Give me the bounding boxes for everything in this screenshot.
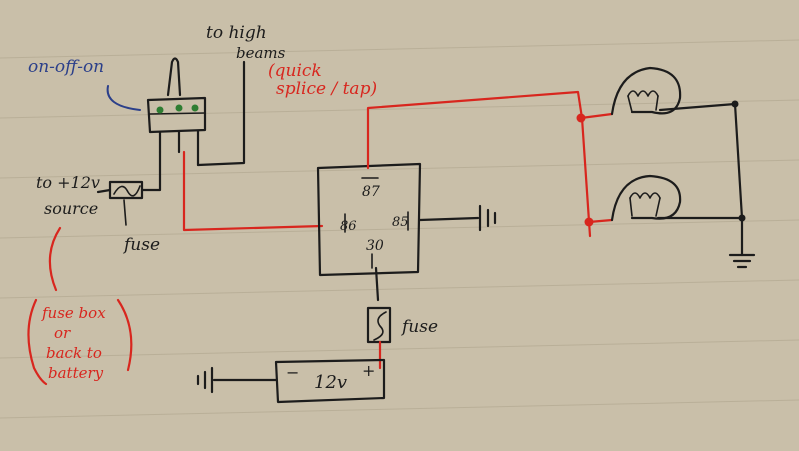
fuse-left-pointer — [123, 199, 127, 226]
fuse-box-label-3: back to — [46, 344, 102, 362]
junction-ground-upper — [731, 100, 739, 108]
wire-relay-30-to-fuse — [374, 266, 380, 302]
battery-voltage-label: 12v — [314, 372, 347, 393]
fuse-bottom — [366, 306, 392, 344]
wire-to-lamp-upper — [579, 112, 614, 120]
to-12v-label: to +12v — [36, 173, 100, 192]
fuse-left — [96, 180, 144, 200]
switch-pin-center — [175, 104, 183, 112]
relay-pin-87-label: 87 — [362, 184, 380, 200]
wire-relay-87-to-lamps — [366, 90, 592, 238]
switch-type-label: on-off-on — [28, 57, 104, 77]
wire-switch-to-fuse — [140, 150, 162, 192]
fuse-box-bracket-right — [116, 298, 133, 372]
high-beams-label-1: to high — [206, 23, 267, 43]
switch-body — [146, 96, 207, 134]
relay — [316, 162, 422, 277]
fuse-bottom-label: fuse — [400, 317, 438, 337]
battery-minus-label: − — [286, 363, 299, 382]
relay-pin-85-label: 85 — [392, 215, 409, 230]
battery-body — [274, 358, 386, 404]
fuse-box-label-2: or — [54, 324, 71, 342]
battery — [196, 358, 386, 404]
paper-lines — [0, 39, 799, 419]
switch-label-pointer — [106, 85, 141, 111]
fuse-box-pointer — [48, 226, 62, 292]
ground-symbol-lamps — [728, 253, 756, 269]
relay-body — [316, 162, 422, 277]
splice-label-2: splice / tap) — [276, 79, 377, 99]
wire-switch-to-relay-86 — [182, 150, 324, 232]
wire-to-lamp-lower — [587, 218, 614, 224]
lamp-lower — [610, 174, 682, 222]
relay-pin-86-label: 86 — [340, 219, 357, 234]
lamp-upper — [610, 66, 682, 116]
switch-lever — [166, 57, 182, 97]
ground-relay-85 — [418, 204, 497, 232]
relay-pin-30-label: 30 — [366, 238, 384, 254]
battery-plus-label: + — [362, 361, 375, 380]
wire-lamp-ground — [658, 102, 744, 257]
toggle-switch — [146, 57, 207, 167]
fuse-box-label-4: battery — [48, 364, 104, 382]
switch-pin-left — [156, 106, 164, 114]
high-beams-label-2: beams — [236, 44, 286, 62]
fuse-box-label-1: fuse box — [41, 304, 106, 322]
fuse-box-bracket-left — [27, 298, 48, 386]
fuse-left-label: fuse — [122, 235, 160, 255]
splice-label-1: (quick — [268, 61, 322, 81]
wire-to-high-beams — [196, 60, 246, 167]
junction-ground-lower — [738, 214, 746, 222]
switch-pin-right — [191, 104, 199, 112]
source-label: source — [44, 199, 98, 218]
